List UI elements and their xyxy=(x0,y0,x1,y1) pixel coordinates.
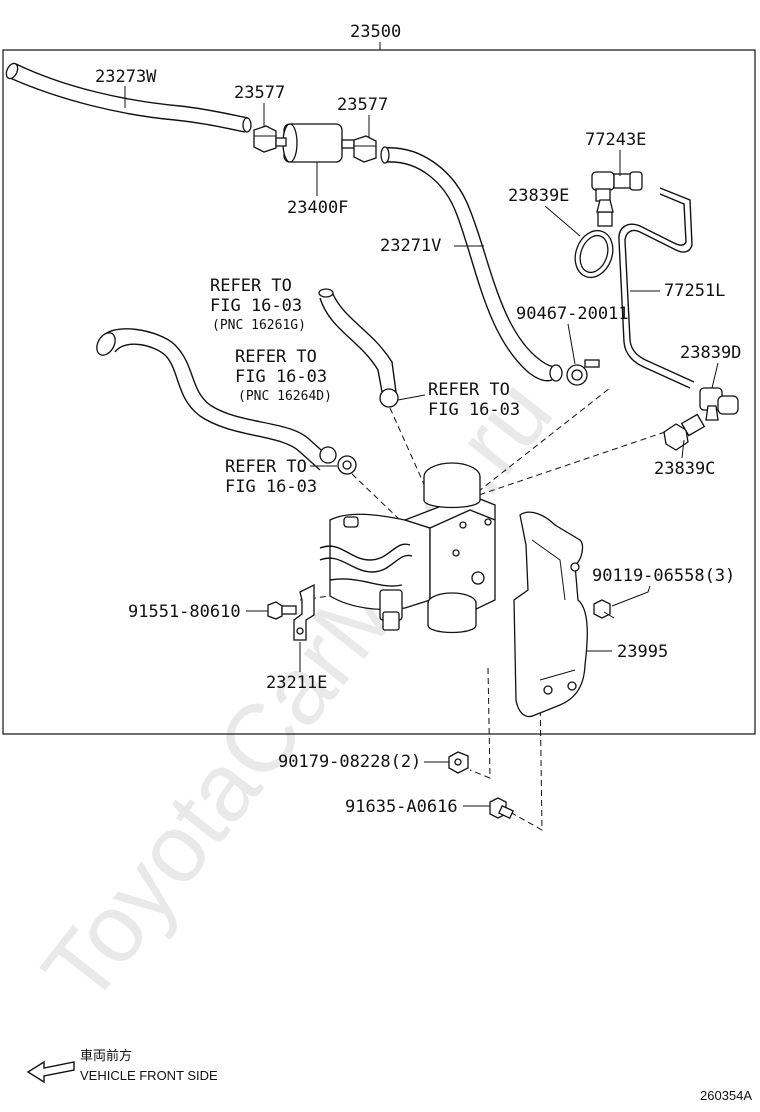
refer-3-line-2: FIG 16-03 xyxy=(428,400,520,420)
air-switching-valve[interactable] xyxy=(319,462,496,634)
leader-23839d xyxy=(711,362,719,389)
refer-1-line-2: FIG 16-03 xyxy=(210,296,302,316)
dash-line-4 xyxy=(351,473,401,521)
refer-2: REFER TO FIG 16-03 (PNC 16264D) xyxy=(235,347,332,404)
dash-line-2 xyxy=(469,431,666,499)
refer-4-line-2: FIG 16-03 xyxy=(225,477,317,497)
nut-90179[interactable] xyxy=(448,751,469,774)
union-77243e[interactable] xyxy=(591,171,643,202)
nut-23577-left[interactable] xyxy=(253,125,277,153)
assembly-number[interactable]: 23500 xyxy=(350,22,401,42)
bolt-91635[interactable] xyxy=(489,797,514,820)
gauge-23839e[interactable] xyxy=(569,199,619,283)
label-23271v[interactable]: 23271V xyxy=(380,236,441,256)
label-23839e[interactable]: 23839E xyxy=(508,186,569,206)
label-90179[interactable]: 90179-08228(2) xyxy=(278,752,421,772)
front-arrow-icon xyxy=(26,1060,75,1084)
label-77243e[interactable]: 77243E xyxy=(585,130,646,150)
union-23839d[interactable] xyxy=(699,387,739,421)
label-23400f[interactable]: 23400F xyxy=(287,198,348,218)
refer-2-line-3: (PNC 16264D) xyxy=(238,389,332,404)
refer-1-line-3: (PNC 16261G) xyxy=(212,318,306,333)
label-23211e[interactable]: 23211E xyxy=(266,673,327,693)
refer-1: REFER TO FIG 16-03 (PNC 16261G) xyxy=(210,276,306,333)
refer-1-line-1: REFER TO xyxy=(210,276,292,296)
bracket-23995[interactable] xyxy=(513,511,588,718)
label-23995[interactable]: 23995 xyxy=(617,642,668,662)
assembly-frame xyxy=(2,49,756,735)
hose-refer-16261g[interactable] xyxy=(318,288,399,408)
clip-90467[interactable] xyxy=(566,359,600,386)
refer-4: REFER TO FIG 16-03 xyxy=(225,457,317,497)
figure-code: 260354A xyxy=(700,1088,752,1103)
label-90467[interactable]: 90467-20011 xyxy=(516,304,629,324)
label-23577-right[interactable]: 23577 xyxy=(337,95,388,115)
connector-23839c[interactable] xyxy=(663,413,706,451)
clip-refer-4[interactable] xyxy=(337,455,357,475)
bracket-23211e[interactable] xyxy=(293,583,315,641)
refer-2-line-1: REFER TO xyxy=(235,347,317,367)
label-90119[interactable]: 90119-06558(3) xyxy=(592,566,735,586)
hose-23271v[interactable] xyxy=(380,146,563,382)
label-23839c[interactable]: 23839C xyxy=(654,459,715,479)
bolt-90119[interactable] xyxy=(593,599,615,619)
label-77251l[interactable]: 77251L xyxy=(664,281,725,301)
leader-23839c xyxy=(681,439,685,459)
dash-line-6 xyxy=(469,667,491,779)
label-23577-left[interactable]: 23577 xyxy=(234,83,285,103)
leader-refer-3 xyxy=(397,394,426,401)
label-23273w[interactable]: 23273W xyxy=(95,67,157,87)
leader-90119 xyxy=(611,585,651,607)
refer-4-line-1: REFER TO xyxy=(225,457,307,477)
hose-23273w[interactable] xyxy=(4,62,252,133)
label-23839d[interactable]: 23839D xyxy=(680,343,741,363)
fuel-filter-23400f[interactable] xyxy=(275,123,355,163)
dash-line-7 xyxy=(509,689,543,831)
leader-90467 xyxy=(567,323,576,365)
front-label-jp: 車両前方 xyxy=(80,1048,132,1063)
front-label-en: VEHICLE FRONT SIDE xyxy=(80,1068,218,1083)
hose-refer-16264d[interactable] xyxy=(93,328,337,471)
nut-23577-right[interactable] xyxy=(353,135,377,163)
refer-3: REFER TO FIG 16-03 xyxy=(428,380,520,420)
refer-3-line-1: REFER TO xyxy=(428,380,510,400)
bolt-91551[interactable] xyxy=(267,601,297,620)
refer-2-line-2: FIG 16-03 xyxy=(235,367,327,387)
leader-23839e xyxy=(544,205,581,237)
label-91551[interactable]: 91551-80610 xyxy=(128,602,241,622)
label-91635[interactable]: 91635-A0616 xyxy=(345,797,458,817)
pipe-77251l[interactable] xyxy=(618,187,695,389)
